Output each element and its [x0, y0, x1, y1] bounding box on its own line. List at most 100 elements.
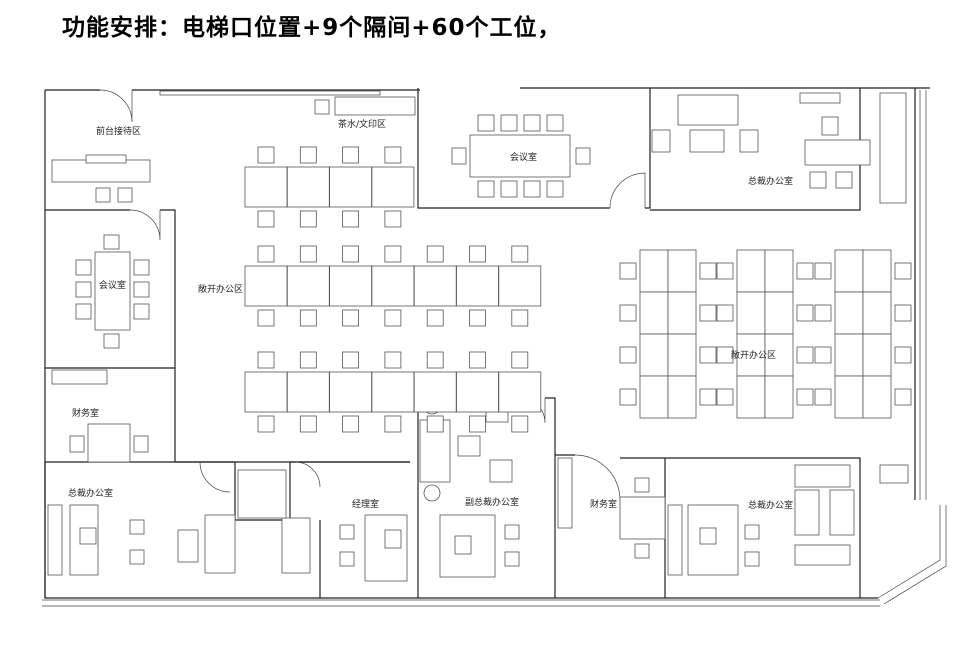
- desk: [834, 375, 864, 419]
- label-ceo-top: 总裁办公室: [748, 175, 793, 187]
- chair: [546, 114, 564, 132]
- chair: [796, 262, 814, 280]
- desk: [667, 333, 697, 377]
- chair: [894, 262, 912, 280]
- chair: [257, 146, 275, 164]
- desk: [371, 265, 415, 307]
- label-open-left: 敞开办公区: [198, 283, 243, 295]
- chair: [477, 180, 495, 198]
- chair: [451, 147, 467, 165]
- chair: [469, 351, 486, 369]
- chair: [814, 262, 832, 280]
- window-strip: [159, 90, 381, 96]
- desk: [834, 249, 864, 293]
- chair: [699, 262, 717, 280]
- desk: [667, 291, 697, 335]
- desk: [413, 371, 457, 413]
- chair: [257, 245, 275, 263]
- label-ceo-bottom-right: 总裁办公室: [748, 499, 793, 511]
- chair: [477, 114, 495, 132]
- desk: [862, 333, 892, 377]
- chair: [299, 309, 317, 327]
- chair: [699, 388, 717, 406]
- desk: [329, 371, 373, 413]
- chair: [699, 304, 717, 322]
- chair: [716, 304, 734, 322]
- desk: [286, 265, 330, 307]
- chair: [75, 281, 92, 298]
- desk: [764, 249, 794, 293]
- chair: [257, 351, 275, 369]
- desk: [862, 375, 892, 419]
- chair: [426, 309, 444, 327]
- desk: [667, 249, 697, 293]
- page-title: 功能安排：电梯口位置+9个隔间+60个工位，: [62, 15, 562, 41]
- chair: [299, 415, 317, 433]
- chair: [716, 388, 734, 406]
- chair: [426, 245, 444, 263]
- desk: [456, 371, 499, 413]
- chair: [814, 304, 832, 322]
- chair: [342, 146, 360, 164]
- chair: [469, 309, 486, 327]
- desk: [329, 265, 373, 307]
- chair: [75, 259, 92, 276]
- desk: [764, 291, 794, 335]
- chair: [342, 351, 360, 369]
- chair: [469, 245, 486, 263]
- chair: [299, 146, 317, 164]
- chair: [511, 415, 529, 433]
- chair: [469, 415, 486, 433]
- desk: [244, 265, 288, 307]
- chair: [103, 333, 120, 349]
- furniture: [47, 92, 912, 582]
- chair: [257, 415, 275, 433]
- room-labels: 前台接待区 茶水/文印区 会议室 总裁办公室 会议室 敞开办公区 敞开办公区 财…: [68, 118, 793, 511]
- chair: [299, 351, 317, 369]
- chair: [257, 210, 275, 228]
- desk: [667, 375, 697, 419]
- desk: [244, 371, 288, 413]
- chair: [575, 147, 591, 165]
- desk: [834, 333, 864, 377]
- desk: [834, 291, 864, 335]
- label-meeting-top: 会议室: [510, 151, 537, 163]
- chair: [342, 210, 360, 228]
- chair: [133, 259, 150, 276]
- chair: [796, 346, 814, 364]
- desk: [286, 166, 330, 208]
- label-tea: 茶水/文印区: [338, 118, 386, 130]
- label-manager: 经理室: [352, 498, 379, 510]
- chair: [716, 346, 734, 364]
- desk: [639, 375, 669, 419]
- chair: [796, 388, 814, 406]
- chair: [384, 210, 402, 228]
- desk: [498, 265, 542, 307]
- chair: [133, 281, 150, 298]
- desk: [639, 249, 669, 293]
- desk: [736, 375, 766, 419]
- chair: [894, 388, 912, 406]
- desk: [371, 371, 415, 413]
- chair: [546, 180, 564, 198]
- desk: [456, 265, 499, 307]
- desk: [498, 371, 542, 413]
- label-open-right: 敞开办公区: [731, 349, 776, 361]
- desk: [639, 291, 669, 335]
- chair: [619, 346, 637, 364]
- chair: [619, 388, 637, 406]
- label-meeting-left: 会议室: [99, 279, 126, 291]
- chair: [342, 309, 360, 327]
- chair: [384, 146, 402, 164]
- desk: [736, 249, 766, 293]
- label-ceo-bottom-left: 总裁办公室: [68, 487, 113, 499]
- chair: [511, 351, 529, 369]
- chair: [257, 309, 275, 327]
- chair: [75, 303, 92, 320]
- desk: [413, 265, 457, 307]
- desk: [244, 166, 288, 208]
- desk: [736, 291, 766, 335]
- chair: [523, 114, 541, 132]
- desk: [329, 166, 373, 208]
